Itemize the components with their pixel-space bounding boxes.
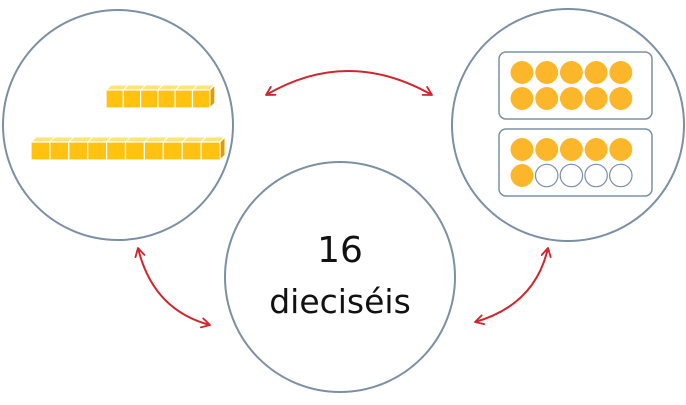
counter-filled [609,61,633,84]
ones-cube-bar [104,83,217,110]
counter-filled [510,61,534,84]
counter-filled [609,87,633,110]
unit-cube [68,141,89,161]
counter-filled [559,138,583,161]
unit-cube [162,141,183,161]
unit-cube [87,141,108,161]
unit-cube [105,141,127,161]
unit-cube [105,89,124,109]
unit-cube [49,141,70,161]
number-word: dieciséis [269,282,411,321]
counter-filled [559,61,583,84]
counter-filled [584,87,608,110]
counter-filled [535,138,559,161]
ten-frames-circle [451,8,685,242]
counter-empty [559,163,584,188]
unit-cube [157,89,176,109]
counter-filled [559,87,583,110]
unit-cube [140,89,159,109]
unit-cube [124,141,145,161]
counter-empty [608,163,633,188]
unit-cube [30,141,51,161]
unit-cube [174,89,194,109]
counter-filled [510,138,534,161]
unit-cube [181,141,202,161]
counter-empty [534,163,559,188]
counter-empty [584,163,608,188]
number-word-circle [224,161,456,393]
unit-cube [200,141,221,161]
ten-frame-top-counters [510,61,633,110]
number-numeral: 16 [317,230,363,271]
unit-cube [143,141,164,161]
base-ten-blocks-circle [2,9,234,241]
counter-filled [584,138,608,161]
counter-filled [609,138,633,161]
unit-cube [122,89,142,109]
counter-filled [535,87,559,110]
unit-cube [191,89,211,109]
double-arrow-right [474,247,552,326]
ten-rod [29,135,227,162]
ten-frame-bottom-counters [510,138,633,188]
counter-filled [510,87,534,110]
double-arrow-left [134,247,211,329]
counter-filled [535,61,559,84]
counter-filled [510,164,534,187]
double-arrow-top [265,70,433,96]
counter-filled [584,61,608,84]
